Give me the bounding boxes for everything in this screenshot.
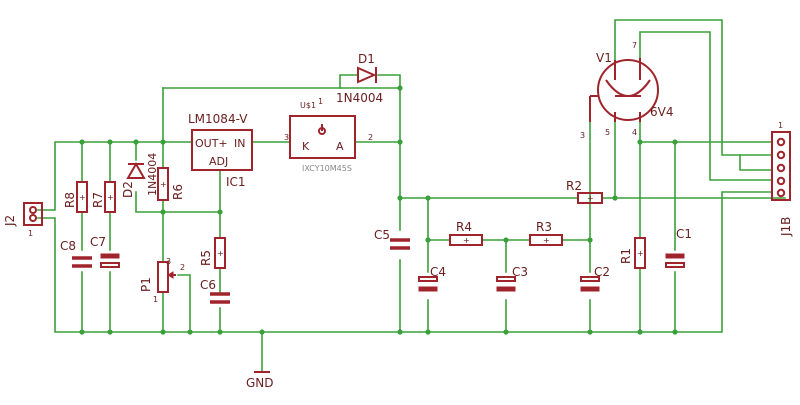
- r1-label: R1: [619, 248, 633, 264]
- d1-label: D1: [358, 52, 375, 66]
- svg-text:+: +: [107, 193, 114, 202]
- capacitor-c4[interactable]: C4: [418, 265, 446, 292]
- potentiometer-p1[interactable]: P1 3 2 1: [139, 257, 185, 304]
- capacitor-c7[interactable]: C7: [90, 235, 120, 268]
- svg-text:+: +: [637, 249, 644, 258]
- capacitor-c1[interactable]: C1: [665, 227, 692, 268]
- resistor-r8[interactable]: + R8: [63, 181, 88, 213]
- connector-j1b[interactable]: J1B 1: [771, 121, 793, 237]
- resistor-r7[interactable]: + R7: [91, 181, 116, 213]
- capacitor-c8[interactable]: C8: [60, 239, 92, 268]
- resistor-r6[interactable]: + R6: [157, 167, 185, 201]
- r7-label: R7: [91, 192, 105, 208]
- regulator-ic1[interactable]: LM1084-V OUT+ IN ADJ IC1 3: [188, 112, 289, 189]
- u1-pin-k: K: [302, 140, 310, 153]
- ic1-pin-out: OUT+: [195, 137, 228, 150]
- svg-text:+: +: [543, 236, 550, 245]
- c7-label: C7: [90, 235, 106, 249]
- capacitor-c3[interactable]: C3: [496, 265, 528, 292]
- resistor-r2[interactable]: + R2: [566, 179, 603, 204]
- u1-label: U$1: [300, 101, 316, 110]
- v1-label: V1: [596, 51, 612, 65]
- diode-d2[interactable]: D2 1N4004: [121, 153, 159, 198]
- resistor-r3[interactable]: + R3: [529, 220, 563, 246]
- pot-pin-2: 2: [180, 263, 185, 272]
- d2-value: 1N4004: [146, 153, 159, 196]
- c4-label: C4: [430, 265, 446, 279]
- resistor-r5[interactable]: + R5: [199, 237, 226, 269]
- tube-pin-7: 7: [632, 41, 637, 50]
- pot-pin-1: 1: [153, 295, 158, 304]
- svg-text:+: +: [160, 180, 167, 189]
- r2-label: R2: [566, 179, 582, 193]
- capacitor-c5[interactable]: C5: [374, 228, 410, 250]
- r3-label: R3: [536, 220, 552, 234]
- c5-label: C5: [374, 228, 390, 242]
- svg-text:+: +: [463, 236, 470, 245]
- d1-value: 1N4004: [336, 91, 383, 105]
- gnd-label: GND: [246, 376, 274, 390]
- tube-pin-4: 4: [632, 128, 637, 137]
- resistor-r1[interactable]: + R1: [619, 237, 646, 269]
- ic1-pin-in: IN: [234, 137, 245, 150]
- current-source-u1[interactable]: K A U$1 1 IXCY10M45S 2: [289, 97, 373, 173]
- u1-pin-1: 1: [318, 97, 323, 106]
- pot-pin-3: 3: [166, 257, 171, 266]
- wires: [37, 19, 786, 373]
- tube-pin-5: 5: [605, 128, 610, 137]
- svg-text:+: +: [587, 194, 594, 203]
- r6-label: R6: [171, 184, 185, 200]
- j1-pin-1: 1: [778, 121, 783, 130]
- j1b-label: J1B: [779, 217, 793, 237]
- v1-value: 6V4: [650, 105, 673, 119]
- r4-label: R4: [456, 220, 472, 234]
- u1-pin-a: A: [336, 140, 344, 153]
- d2-label: D2: [121, 181, 135, 198]
- p1-label: P1: [139, 277, 153, 292]
- svg-text:+: +: [217, 249, 224, 258]
- ground-symbol[interactable]: GND: [246, 371, 274, 390]
- junctions: [79, 85, 678, 335]
- u1-value: IXCY10M45S: [302, 164, 352, 173]
- c8-label: C8: [60, 239, 76, 253]
- r8-label: R8: [63, 192, 77, 208]
- diode-d1[interactable]: D1 1N4004: [336, 52, 383, 105]
- c2-label: C2: [594, 265, 610, 279]
- svg-text:+: +: [79, 193, 86, 202]
- ic-pin-2: 2: [368, 133, 373, 142]
- capacitor-c6[interactable]: C6: [200, 278, 230, 304]
- capacitor-c2[interactable]: C2: [580, 265, 610, 292]
- resistor-r4[interactable]: + R4: [449, 220, 483, 246]
- j2-label: J2: [3, 215, 17, 227]
- c6-label: C6: [200, 278, 216, 292]
- ic1-pin-adj: ADJ: [209, 155, 228, 168]
- ic1-value: LM1084-V: [188, 112, 248, 126]
- connector-j2[interactable]: J2 1: [3, 202, 43, 238]
- ic1-label: IC1: [226, 175, 246, 189]
- j2-pin-1: 1: [28, 229, 33, 238]
- ic-pin-3: 3: [284, 133, 289, 142]
- tube-pin-3: 3: [580, 131, 585, 140]
- r5-label: R5: [199, 250, 213, 266]
- vacuum-tube-v1[interactable]: V1 6V4 7 3 5 4: [580, 41, 673, 140]
- c1-label: C1: [676, 227, 692, 241]
- c3-label: C3: [512, 265, 528, 279]
